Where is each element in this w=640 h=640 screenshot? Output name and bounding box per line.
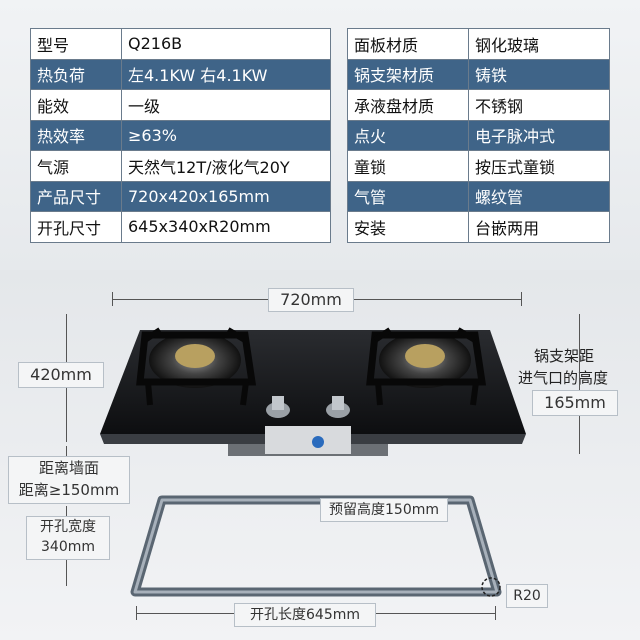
radius-label: R20: [506, 584, 548, 608]
spec-value: 左4.1KW 右4.1KW: [121, 58, 331, 90]
spec-table-right: 面板材质钢化玻璃锅支架材质铸铁承液盘材质不锈钢点火电子脉冲式童锁按压式童锁气管螺…: [347, 28, 610, 243]
spec-row: 热负荷左4.1KW 右4.1KW: [30, 58, 331, 90]
spec-row: 点火电子脉冲式: [347, 119, 610, 151]
reserved-height-label: 预留高度150mm: [320, 498, 448, 522]
height-label: 165mm: [532, 390, 618, 416]
spec-value: ≥63%: [121, 119, 331, 151]
spec-value: Q216B: [121, 28, 331, 60]
spec-row: 锅支架材质铸铁: [347, 58, 610, 90]
knob-right-icon: [326, 396, 350, 418]
radius-marker: [481, 577, 501, 597]
spec-row: 热效率≥63%: [30, 119, 331, 151]
spec-value: 电子脉冲式: [468, 119, 610, 151]
wall-distance-line2: 距离≥150mm: [18, 481, 120, 499]
spec-value: 螺纹管: [468, 180, 610, 212]
spec-row: 能效一级: [30, 89, 331, 121]
spec-value: 钢化玻璃: [468, 28, 610, 60]
spec-key: 承液盘材质: [347, 89, 469, 121]
spec-value: 不锈钢: [468, 89, 610, 121]
spec-key: 童锁: [347, 150, 469, 182]
spec-row: 气源天然气12T/液化气20Y: [30, 150, 331, 182]
spec-row: 面板材质钢化玻璃: [347, 28, 610, 60]
cut-length-label: 开孔长度645mm: [234, 603, 376, 627]
burner-right-icon: [366, 327, 487, 406]
height-label-line2: 进气口的高度: [518, 369, 609, 387]
spec-value: 645x340xR20mm: [121, 211, 331, 243]
height-dimension-line: [579, 314, 580, 454]
cut-width-line2: 340mm: [41, 539, 95, 555]
spec-key: 热负荷: [30, 58, 122, 90]
spec-value: 一级: [121, 89, 331, 121]
width-label: 720mm: [268, 288, 354, 312]
cut-width-label: 开孔宽度 340mm: [26, 516, 110, 560]
spec-key: 安装: [347, 211, 469, 243]
spec-key: 面板材质: [347, 28, 469, 60]
spec-key: 能效: [30, 89, 122, 121]
knob-left-icon: [266, 396, 290, 418]
spec-value: 天然气12T/液化气20Y: [121, 150, 331, 182]
spec-key: 气源: [30, 150, 122, 182]
burner-left-icon: [136, 327, 257, 406]
spec-key: 锅支架材质: [347, 58, 469, 90]
wall-distance-line: [66, 446, 67, 456]
spec-value: 720x420x165mm: [121, 180, 331, 212]
spec-key: 产品尺寸: [30, 180, 122, 212]
wall-distance-label: 距离墙面 距离≥150mm: [8, 456, 130, 504]
spec-value: 台嵌两用: [468, 211, 610, 243]
wall-distance-line1: 距离墙面: [38, 459, 99, 477]
cut-width-line1: 开孔宽度: [40, 519, 96, 535]
height-label-line1: 锅支架距: [534, 347, 595, 365]
cut-length-tick-left: [136, 606, 137, 620]
spec-key: 开孔尺寸: [30, 211, 122, 243]
spec-value: 铸铁: [468, 58, 610, 90]
width-tick-right: [521, 292, 522, 306]
spec-key: 型号: [30, 28, 122, 60]
spec-row: 安装台嵌两用: [347, 211, 610, 243]
depth-label: 420mm: [18, 362, 104, 388]
spec-row: 承液盘材质不锈钢: [347, 89, 610, 121]
spec-key: 热效率: [30, 119, 122, 151]
cut-length-tick-right: [495, 606, 496, 620]
width-tick-left: [112, 292, 113, 306]
